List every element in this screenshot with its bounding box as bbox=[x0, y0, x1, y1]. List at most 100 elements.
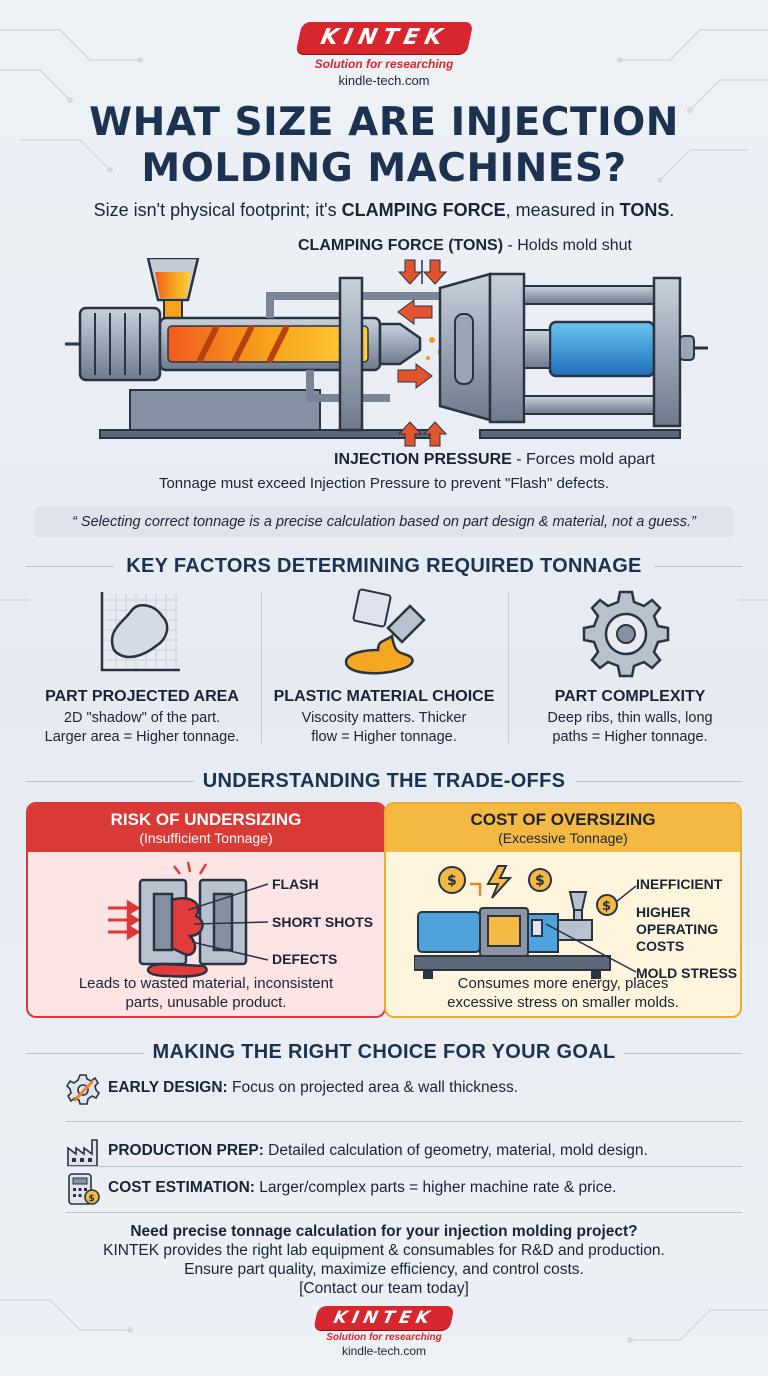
factor-desc: flow = Higher tonnage. bbox=[311, 729, 457, 745]
undersizing-title: RISK OF UNDERSIZING bbox=[110, 810, 302, 829]
callout-costs: COSTS bbox=[636, 938, 685, 954]
goal-production-prep: PRODUCTION PREP: Detailed calculation of… bbox=[108, 1142, 648, 1160]
factor-separator-1 bbox=[261, 592, 262, 744]
factor-title: PLASTIC MATERIAL CHOICE bbox=[273, 688, 495, 705]
oversizing-title: COST OF OVERSIZING bbox=[470, 810, 656, 829]
calculator-icon: $ bbox=[68, 1173, 100, 1205]
subtitle-strong-1: CLAMPING FORCE bbox=[341, 200, 506, 220]
top-logo[interactable]: KINTEK Solution for researching kindle-t… bbox=[0, 22, 768, 88]
callout-higher: HIGHER bbox=[636, 904, 691, 920]
call-to-action: Need precise tonnage calculation for you… bbox=[0, 1222, 768, 1298]
injection-pressure-label: INJECTION PRESSURE - Forces mold apart bbox=[334, 451, 655, 469]
goal-early-design: EARLY DESIGN: Focus on projected area & … bbox=[108, 1079, 518, 1097]
svg-text:$: $ bbox=[602, 899, 611, 914]
oversizing-panel: COST OF OVERSIZING (Excessive Tonnage) $… bbox=[384, 802, 742, 1018]
callout-short-shots: SHORT SHOTS bbox=[272, 914, 374, 930]
clamp-label-rest: - Holds mold shut bbox=[503, 237, 632, 254]
factor-desc: paths = Higher tonnage. bbox=[552, 729, 708, 745]
callout-inefficient: INEFFICIENT bbox=[636, 876, 723, 892]
factor-title: PART COMPLEXITY bbox=[554, 688, 706, 705]
contact-team-link[interactable]: [Contact our team today] bbox=[299, 1280, 469, 1297]
brand-name: KINTEK bbox=[313, 1306, 455, 1330]
oversizing-desc-line: excessive stress on smaller molds. bbox=[447, 994, 679, 1011]
mold-flash-icon bbox=[108, 861, 248, 978]
injection-label-strong: INJECTION PRESSURE bbox=[334, 451, 512, 468]
dollar-icon: $ bbox=[535, 873, 545, 889]
factor-separator-2 bbox=[508, 592, 509, 744]
tradeoffs-heading: UNDERSTANDING THE TRADE-OFFS bbox=[202, 770, 566, 792]
section-divider-left bbox=[26, 781, 194, 782]
section-divider-left bbox=[26, 566, 114, 567]
factor-desc: Deep ribs, thin walls, long bbox=[547, 710, 713, 726]
undersizing-desc-line: Leads to wasted material, inconsistent bbox=[78, 975, 334, 992]
callout-operating: OPERATING bbox=[636, 921, 719, 937]
cta-line: Ensure part quality, maximize efficiency… bbox=[184, 1261, 584, 1278]
large-machine-cost-icon: $ $ bbox=[414, 865, 611, 979]
factor-plastic-material: PLASTIC MATERIAL CHOICE Viscosity matter… bbox=[264, 688, 504, 747]
clamp-label-strong: CLAMPING FORCE (TONS) bbox=[298, 237, 504, 254]
bottom-logo[interactable]: KINTEK Solution for researching kindle-t… bbox=[0, 1306, 768, 1358]
undersizing-subtitle: (Insufficient Tonnage) bbox=[139, 830, 273, 846]
brand-tagline: Solution for researching bbox=[314, 57, 454, 71]
goals-heading: MAKING THE RIGHT CHOICE FOR YOUR GOAL bbox=[152, 1041, 616, 1063]
expert-quote: “ Selecting correct tonnage is a precise… bbox=[34, 507, 734, 537]
goal-label: EARLY DESIGN: bbox=[108, 1079, 228, 1096]
dollar-icon: $ bbox=[447, 873, 457, 889]
cta-headline: Need precise tonnage calculation for you… bbox=[130, 1223, 638, 1240]
brand-name: KINTEK bbox=[295, 22, 473, 54]
page-title: WHAT SIZE ARE INJECTION MOLDING MACHINES… bbox=[20, 100, 748, 192]
brand-url[interactable]: kindle-tech.com bbox=[341, 1344, 427, 1358]
factor-title: PART PROJECTED AREA bbox=[45, 688, 239, 705]
injection-machine-illustration bbox=[65, 258, 708, 447]
coin-icon: $ bbox=[596, 894, 618, 916]
projected-area-icon bbox=[100, 592, 180, 672]
factor-desc: 2D "shadow" of the part. bbox=[63, 710, 221, 726]
injection-label-rest: - Forces mold apart bbox=[511, 451, 655, 468]
goal-label: PRODUCTION PREP: bbox=[108, 1142, 264, 1159]
clamping-force-label: CLAMPING FORCE (TONS) - Holds mold shut bbox=[298, 237, 632, 255]
undersizing-header: RISK OF UNDERSIZING (Insufficient Tonnag… bbox=[28, 804, 384, 852]
undersizing-leader-lines bbox=[188, 883, 269, 961]
callout-defects: DEFECTS bbox=[272, 951, 338, 967]
section-divider-right bbox=[654, 566, 742, 567]
flash-note: Tonnage must exceed Injection Pressure t… bbox=[158, 475, 610, 492]
factor-part-complexity: PART COMPLEXITY Deep ribs, thin walls, l… bbox=[510, 688, 750, 747]
goal-text: Focus on projected area & wall thickness… bbox=[227, 1079, 519, 1096]
cta-line: KINTEK provides the right lab equipment … bbox=[103, 1242, 665, 1259]
section-divider-right bbox=[576, 781, 742, 782]
oversizing-desc-line: Consumes more energy, places bbox=[457, 975, 669, 992]
svg-text:$: $ bbox=[89, 1194, 95, 1204]
subtitle: Size isn't physical footprint; it's CLAM… bbox=[0, 200, 768, 221]
title-line-2: MOLDING MACHINES? bbox=[141, 146, 627, 191]
title-line-1: WHAT SIZE ARE INJECTION bbox=[89, 100, 679, 145]
factory-icon bbox=[67, 1139, 98, 1167]
plastic-material-icon bbox=[344, 588, 426, 675]
oversizing-subtitle: (Excessive Tonnage) bbox=[498, 830, 628, 846]
callout-mold-stress: MOLD STRESS bbox=[636, 965, 738, 981]
goal-divider bbox=[66, 1212, 742, 1213]
oversizing-description: Consumes more energy, places excessive s… bbox=[386, 974, 740, 1012]
undersizing-panel: RISK OF UNDERSIZING (Insufficient Tonnag… bbox=[26, 802, 386, 1018]
section-divider-right bbox=[624, 1053, 742, 1054]
factor-desc: Larger area = Higher tonnage. bbox=[44, 729, 240, 745]
key-factors-heading: KEY FACTORS DETERMINING REQUIRED TONNAGE bbox=[126, 555, 642, 577]
subtitle-strong-2: TONS bbox=[619, 200, 670, 220]
subtitle-post: . bbox=[669, 200, 675, 220]
goal-divider bbox=[66, 1121, 742, 1122]
subtitle-pre: Size isn't physical footprint; it's bbox=[93, 200, 342, 220]
undersizing-desc-line: parts, unusable product. bbox=[125, 994, 287, 1011]
section-divider-left bbox=[26, 1053, 144, 1054]
goal-cost-estimation: COST ESTIMATION: Larger/complex parts = … bbox=[108, 1179, 616, 1197]
undersizing-description: Leads to wasted material, inconsistent p… bbox=[28, 974, 384, 1012]
goal-label: COST ESTIMATION: bbox=[108, 1179, 255, 1196]
oversizing-leader-lines bbox=[546, 885, 637, 973]
goal-divider bbox=[66, 1166, 742, 1167]
brand-tagline: Solution for researching bbox=[326, 1332, 442, 1343]
factor-desc: Viscosity matters. Thicker bbox=[301, 710, 467, 726]
goal-text: Larger/complex parts = higher machine ra… bbox=[254, 1179, 617, 1196]
factor-projected-area: PART PROJECTED AREA 2D "shadow" of the p… bbox=[22, 688, 262, 747]
subtitle-mid: , measured in bbox=[505, 200, 620, 220]
brand-url[interactable]: kindle-tech.com bbox=[338, 73, 430, 88]
goal-text: Detailed calculation of geometry, materi… bbox=[263, 1142, 648, 1159]
